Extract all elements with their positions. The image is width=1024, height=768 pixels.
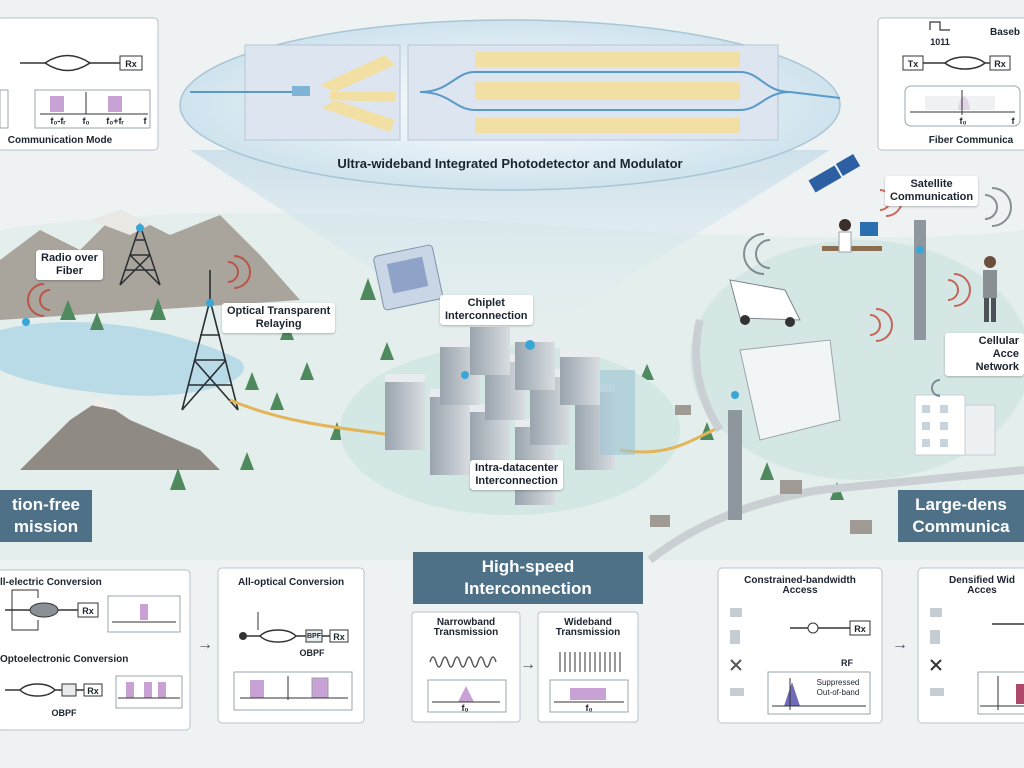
densified-title: Densified Wid Acces bbox=[948, 575, 1016, 596]
person-desk bbox=[822, 219, 882, 253]
all-optical-obpf: OBPF bbox=[299, 648, 325, 658]
label-satellite: Satellite Communication bbox=[885, 176, 979, 206]
arrow-center: → bbox=[520, 656, 536, 673]
narrowband-title: Narrowband Transmission bbox=[433, 617, 499, 638]
signal-waves-gray bbox=[743, 187, 1012, 397]
narrowband-f0: f₀ bbox=[461, 703, 469, 713]
constrained-rx: Rx bbox=[854, 624, 866, 634]
venue-building bbox=[739, 339, 841, 441]
top-right-label: Fiber Communica bbox=[928, 135, 1014, 146]
top-left-freq-3: f₀+fᵣ bbox=[106, 116, 124, 126]
all-electric-title: ll-electric Conversion bbox=[0, 577, 102, 588]
lake bbox=[0, 321, 244, 396]
satellite bbox=[808, 153, 861, 193]
opto-rx: Rx bbox=[87, 686, 99, 696]
banner-left: tion-free mission bbox=[0, 490, 92, 542]
houses bbox=[650, 405, 872, 534]
diagram-title: Ultra-wideband Integrated Photodetector … bbox=[337, 156, 683, 171]
top-left-panel bbox=[0, 17, 159, 151]
optoelectronic-title: Optoelectronic Conversion bbox=[0, 654, 129, 665]
label-radio-over-fiber: Radio over Fiber bbox=[36, 250, 103, 280]
label-chiplet: Chiplet Interconnection bbox=[440, 295, 533, 325]
constrained-title: Constrained-bandwidth Access bbox=[744, 575, 856, 596]
top-right-bits: 1011 bbox=[930, 37, 950, 47]
top-left-freq-4: f bbox=[143, 116, 147, 126]
banner-right: Large-dens Communica bbox=[898, 490, 1024, 542]
banner-center: High-speed Interconnection bbox=[413, 552, 643, 604]
wideband-f0: f₀ bbox=[585, 703, 593, 713]
all-optical-rx: Rx bbox=[333, 632, 345, 642]
top-left-mode-label: Communication Mode bbox=[7, 135, 113, 146]
apartment-building bbox=[914, 394, 996, 456]
server-racks bbox=[385, 319, 635, 505]
top-left-freq-1: f₀-fᵣ bbox=[50, 116, 66, 126]
label-cellular: Cellular Acce Network bbox=[945, 333, 1024, 376]
mountains-left bbox=[0, 210, 300, 320]
suppressed-label: Suppressed Out-of-band bbox=[816, 678, 860, 697]
wideband-title: Wideband Transmission bbox=[555, 617, 621, 638]
trees bbox=[60, 278, 874, 500]
all-optical-title: All-optical Conversion bbox=[237, 577, 345, 588]
top-right-f: f bbox=[1011, 116, 1015, 126]
top-right-tx: Tx bbox=[907, 59, 919, 69]
person-right bbox=[983, 256, 997, 322]
arrow-right: → bbox=[892, 636, 908, 653]
electric-rx: Rx bbox=[82, 606, 94, 616]
van bbox=[729, 279, 801, 327]
all-optical-bpf: BPF bbox=[307, 633, 321, 640]
top-right-rx: Rx bbox=[994, 59, 1006, 69]
top-right-f0: f₀ bbox=[959, 116, 967, 126]
opto-obpf: OBPF bbox=[51, 708, 77, 718]
top-right-baseband: Baseb bbox=[989, 27, 1020, 38]
mountain-lower bbox=[20, 400, 220, 470]
lens-cone bbox=[190, 150, 830, 320]
label-optical-relaying: Optical Transparent Relaying bbox=[222, 303, 336, 333]
constrained-rf: RF bbox=[841, 658, 853, 668]
top-left-rx: Rx bbox=[125, 59, 137, 69]
top-left-freq-2: f₀ bbox=[82, 116, 90, 126]
arrow-left: → bbox=[197, 636, 213, 653]
label-intra-datacenter: Intra-datacenter Interconnection bbox=[470, 460, 564, 490]
